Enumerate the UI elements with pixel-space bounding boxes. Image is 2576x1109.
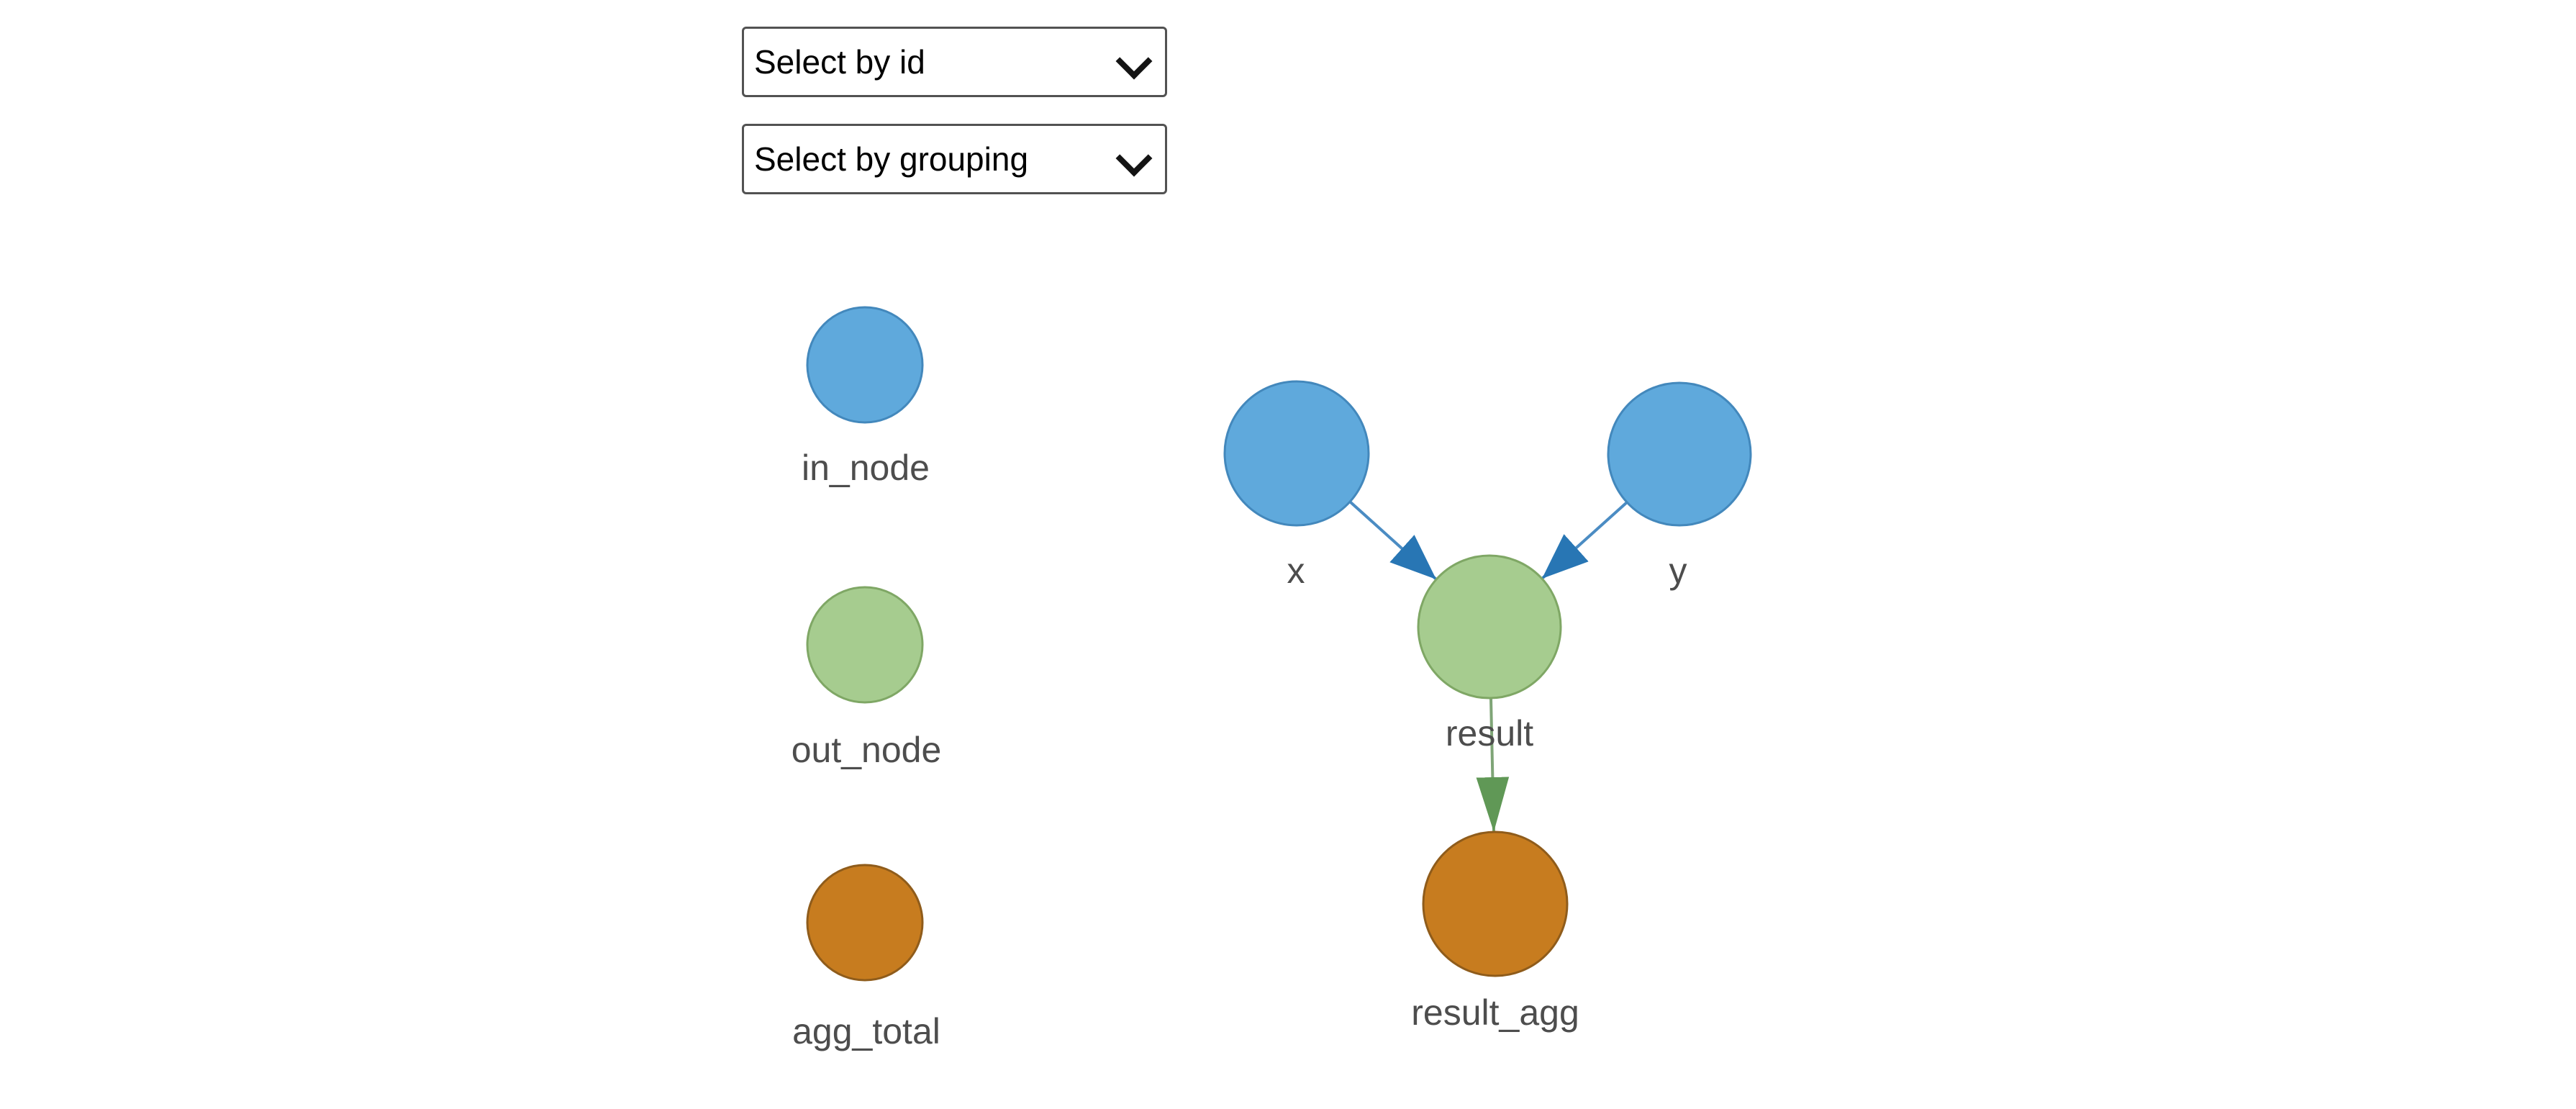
select-by-grouping-control: Select by grouping (742, 124, 1167, 194)
legend-swatch-agg-total (806, 864, 924, 982)
legend-label-agg-total: agg_total (792, 1011, 940, 1051)
select-by-id-dropdown[interactable]: Select by id (742, 27, 1167, 97)
graph-node-result-agg[interactable] (1422, 830, 1569, 977)
legend: in_node out_node agg_total (792, 306, 942, 1051)
legend-label-in-node: in_node (802, 448, 930, 488)
graph-label-result: result (1446, 713, 1533, 753)
select-by-id-control: Select by id (742, 27, 1167, 97)
flow-graph: x y result result_agg (1223, 380, 1752, 1033)
legend-label-out-node: out_node (792, 730, 942, 770)
edge-result-to-result-agg (1476, 697, 1510, 833)
select-by-grouping-dropdown[interactable]: Select by grouping (742, 124, 1167, 194)
graph-label-x: x (1287, 551, 1305, 591)
graph-label-result-agg: result_agg (1411, 992, 1579, 1033)
graph-node-y[interactable] (1607, 381, 1752, 527)
legend-swatch-in-node (806, 306, 924, 424)
graph-node-x[interactable] (1223, 380, 1370, 527)
edge-x-to-result (1348, 500, 1438, 581)
edge-y-to-result (1541, 501, 1628, 580)
graph-label-y: y (1669, 551, 1687, 591)
legend-swatch-out-node (806, 586, 924, 704)
graph-node-result[interactable] (1417, 554, 1562, 700)
